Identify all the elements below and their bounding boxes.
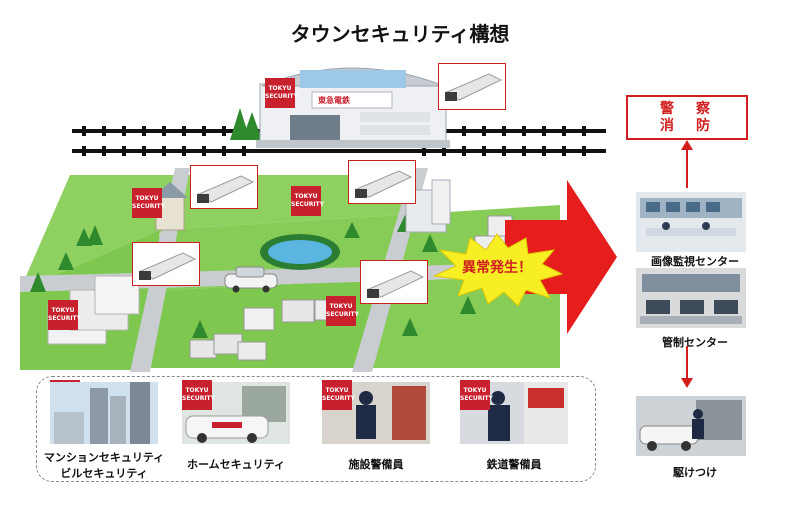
camera-icon (355, 170, 413, 198)
mansion-building-photo (50, 382, 158, 444)
camera-callout (438, 63, 506, 110)
camera-callout (348, 160, 416, 204)
dispatch-label: 駆けつけ (673, 466, 717, 479)
alert-arrow (505, 180, 617, 334)
services-panel (36, 376, 596, 482)
monitoring-center-photo (636, 192, 746, 252)
camera-callout (360, 260, 428, 304)
facility-guard-photo (322, 382, 430, 444)
railway-track-lower (72, 146, 606, 156)
alert-text: 異常発生！ (462, 260, 532, 276)
dispatch-photo (636, 396, 746, 456)
control-center-photo (636, 268, 746, 328)
station-sign: 東急電鉄 (318, 96, 350, 105)
alert-burst-icon (432, 233, 564, 306)
fire-label: 消 防 (660, 118, 714, 134)
camera-callout (190, 165, 258, 209)
railway-guard-photo (460, 382, 568, 444)
service-label: 鉄道警備員 (486, 458, 542, 471)
patrol-car (224, 266, 278, 293)
camera-icon (197, 175, 255, 203)
up-arrow-icon (681, 140, 693, 188)
down-arrow-icon (681, 346, 693, 388)
camera-callout (132, 242, 200, 286)
camera-icon (367, 270, 425, 298)
pond (268, 240, 332, 264)
police-label: 警 察 (660, 101, 714, 117)
service-label: ホームセキュリティ (186, 458, 285, 471)
camera-icon (139, 252, 197, 280)
control-center-label: 管制センター (662, 336, 728, 349)
service-label: 施設警備員 (348, 458, 404, 471)
monitoring-center-label: 画像監視センター (651, 255, 739, 268)
diagram-title: タウンセキュリティ構想 (290, 22, 510, 46)
service-label: マンションセキュリティビルセキュリティ (43, 451, 165, 480)
home-security-photo (182, 382, 290, 444)
authorities-box: 警 察 消 防 (626, 95, 748, 140)
camera-icon (445, 73, 503, 101)
